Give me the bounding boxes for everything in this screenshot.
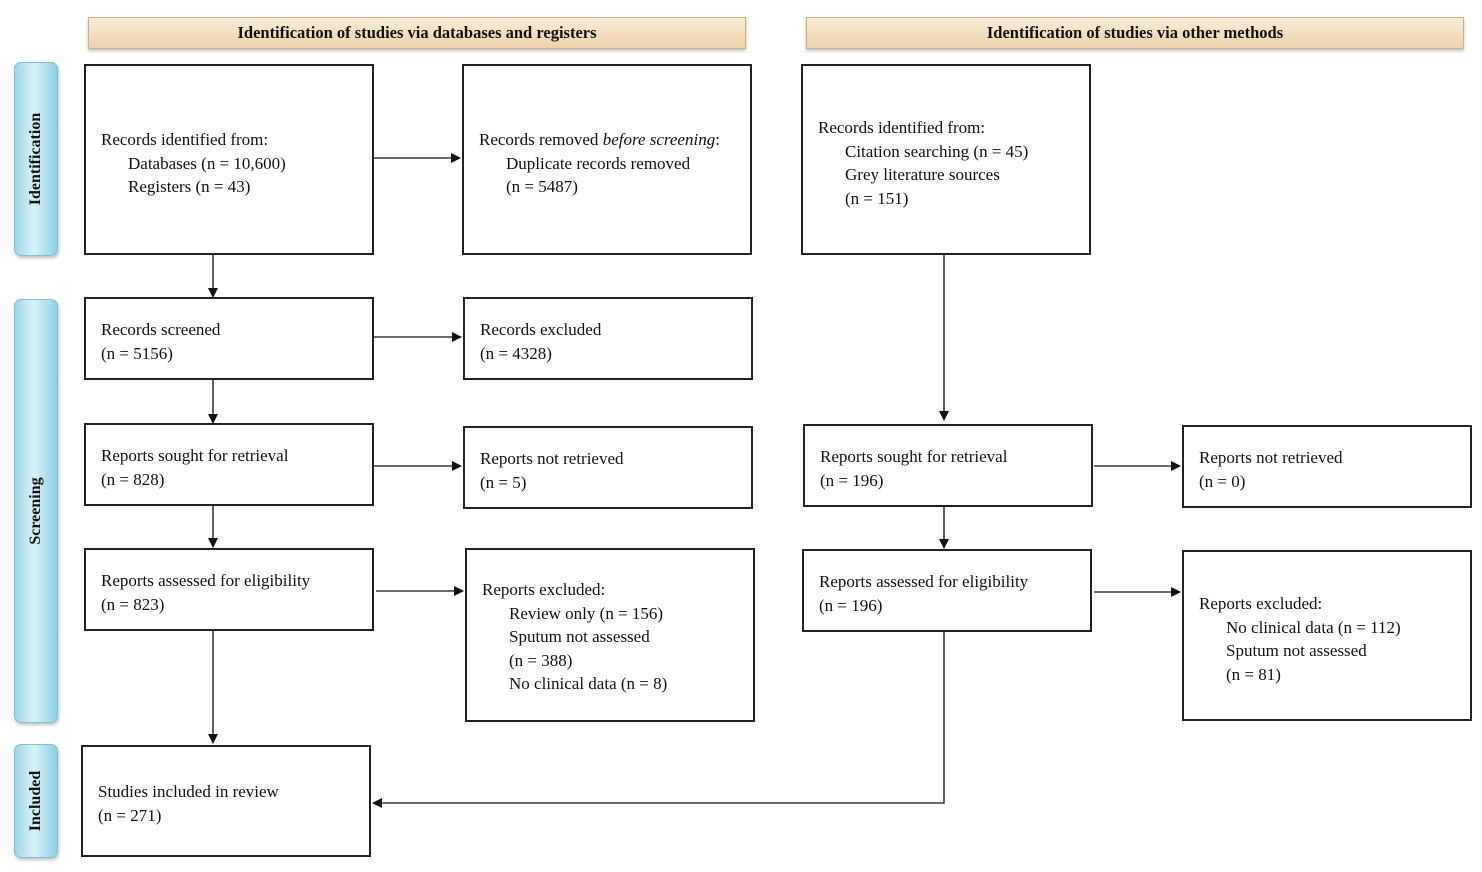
box-reports-assessed: Reports assessed for eligibility (n = 82… — [84, 548, 374, 631]
records-removed-title-b: : — [715, 130, 720, 149]
box-reports-not-retrieved: Reports not retrieved (n = 5) — [463, 426, 753, 509]
box-reports-sought: Reports sought for retrieval (n = 828) — [84, 423, 374, 506]
records-removed-title-em: before screening — [602, 130, 716, 149]
box-other-reports-excluded: Reports excluded: No clinical data (n = … — [1182, 550, 1472, 721]
box-other-reports-sought: Reports sought for retrieval (n = 196) — [803, 424, 1093, 507]
studies-included-count: (n = 271) — [98, 805, 162, 825]
other-grey-literature: Grey literature sources — [845, 165, 1000, 184]
header-other-methods: Identification of studies via other meth… — [806, 17, 1464, 49]
other-grey-literature-count: (n = 151) — [845, 188, 909, 208]
records-screened-count: (n = 5156) — [101, 343, 173, 363]
other-records-identified-title: Records identified from: — [818, 118, 986, 137]
box-records-screened: Records screened (n = 5156) — [84, 297, 374, 380]
reports-excluded-sputum: Sputum not assessed — [509, 627, 650, 646]
other-reports-sought-count: (n = 196) — [820, 470, 884, 490]
reports-sought-title: Reports sought for retrieval — [101, 446, 289, 465]
box-records-identified: Records identified from: Databases (n = … — [84, 64, 374, 255]
header-databases-registers: Identification of studies via databases … — [88, 17, 746, 49]
duplicate-records-count: (n = 5487) — [506, 177, 578, 196]
reports-not-retrieved-count: (n = 5) — [480, 472, 527, 492]
box-records-excluded: Records excluded (n = 4328) — [463, 297, 753, 380]
other-reports-excluded-title: Reports excluded: — [1199, 594, 1323, 613]
other-reports-assessed-count: (n = 196) — [819, 595, 883, 615]
reports-sought-count: (n = 828) — [101, 469, 165, 489]
phase-screening: Screening — [14, 299, 58, 723]
reports-excluded-title: Reports excluded: — [482, 580, 606, 599]
studies-included-title: Studies included in review — [98, 782, 279, 801]
records-identified-title: Records identified from: — [101, 130, 269, 149]
box-records-removed: Records removed before screening: Duplic… — [462, 64, 752, 255]
reports-assessed-title: Reports assessed for eligibility — [101, 571, 311, 590]
box-other-records-identified: Records identified from: Citation search… — [801, 64, 1091, 255]
records-excluded-title: Records excluded — [480, 320, 602, 339]
box-studies-included: Studies included in review (n = 271) — [81, 745, 371, 857]
other-reports-assessed-title: Reports assessed for eligibility — [819, 572, 1029, 591]
other-reports-sought-title: Reports sought for retrieval — [820, 447, 1008, 466]
reports-not-retrieved-title: Reports not retrieved — [480, 449, 624, 468]
other-reports-excluded-no-clinical: No clinical data (n = 112) — [1226, 617, 1401, 637]
reports-excluded-review-only: Review only (n = 156) — [509, 603, 664, 623]
records-identified-registers: Registers (n = 43) — [128, 177, 251, 196]
reports-excluded-no-clinical: No clinical data (n = 8) — [509, 674, 668, 693]
other-citation-searching: Citation searching (n = 45) — [845, 141, 1029, 161]
phase-included: Included — [14, 744, 58, 858]
box-other-reports-not-retrieved: Reports not retrieved (n = 0) — [1182, 425, 1472, 508]
other-reports-not-retrieved-title: Reports not retrieved — [1199, 448, 1343, 467]
reports-excluded-sputum-count: (n = 388) — [509, 650, 573, 670]
records-screened-title: Records screened — [101, 320, 221, 339]
other-reports-excluded-sputum: Sputum not assessed — [1226, 641, 1367, 660]
records-excluded-count: (n = 4328) — [480, 343, 552, 363]
records-removed-title: Records removed before screening: — [479, 128, 750, 152]
arrow-other-assessed-to-included — [372, 632, 945, 808]
box-other-reports-assessed: Reports assessed for eligibility (n = 19… — [802, 549, 1092, 632]
phase-identification: Identification — [14, 62, 58, 256]
duplicate-records-removed: Duplicate records removed — [506, 153, 691, 173]
other-reports-excluded-sputum-count: (n = 81) — [1226, 664, 1281, 684]
records-identified-databases: Databases (n = 10,600) — [128, 153, 286, 173]
records-removed-title-a: Records removed — [479, 130, 603, 149]
reports-assessed-count: (n = 823) — [101, 594, 165, 614]
box-reports-excluded: Reports excluded: Review only (n = 156) … — [465, 548, 755, 722]
other-reports-not-retrieved-count: (n = 0) — [1199, 471, 1246, 491]
